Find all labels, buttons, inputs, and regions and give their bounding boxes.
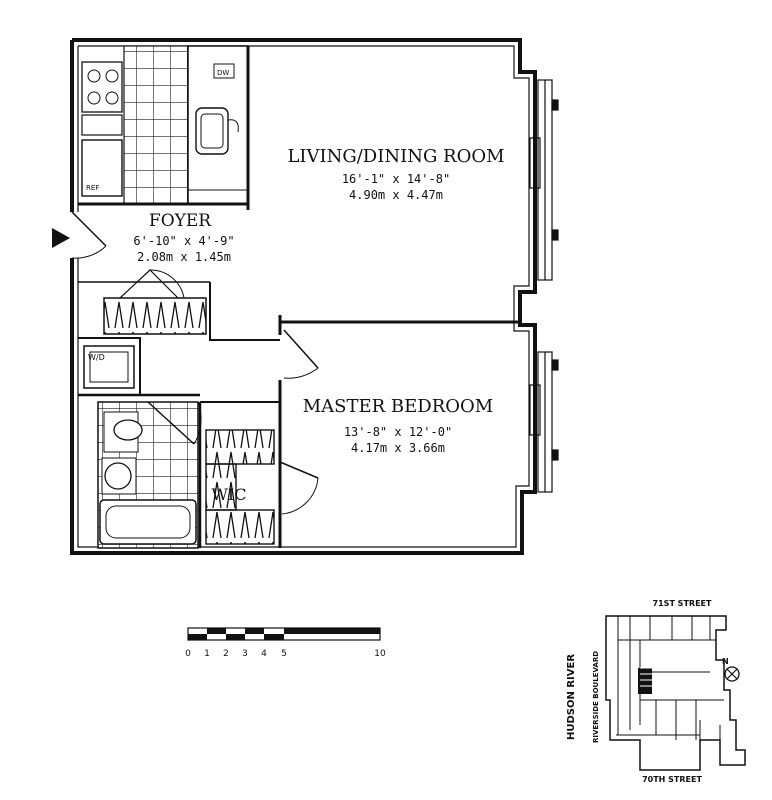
key-plan: 71ST STREET N 70TH STREET HUDSON RIVER R… bbox=[566, 599, 746, 784]
entry-arrow-icon bbox=[52, 228, 70, 248]
entry-door bbox=[71, 211, 107, 259]
scale-tick-0: 0 bbox=[185, 649, 191, 659]
foyer-dim-ft: 6'-10" x 4'-9" bbox=[133, 234, 234, 248]
washer-dryer bbox=[83, 345, 135, 389]
unit-location-icon bbox=[638, 668, 652, 694]
sink-icon bbox=[195, 107, 229, 155]
wic-name: WIC bbox=[211, 485, 246, 504]
bedroom-dim-m: 4.17m x 3.66m bbox=[351, 441, 445, 455]
living-room-dim-m: 4.90m x 4.47m bbox=[349, 188, 443, 202]
bath-sink-icon bbox=[104, 462, 132, 490]
kitchen bbox=[81, 45, 250, 205]
bathroom bbox=[97, 401, 202, 549]
scale-tick-10: 10 bbox=[374, 649, 386, 659]
scale-tick-5: 5 bbox=[281, 649, 287, 659]
toilet-icon bbox=[113, 419, 143, 441]
living-room-dim-ft: 16'-1" x 14'-8" bbox=[342, 172, 450, 186]
washer-dryer-label: W/D bbox=[88, 353, 105, 362]
bedroom-name: MASTER BEDROOM bbox=[303, 396, 493, 417]
foyer-dim-m: 2.08m x 1.45m bbox=[137, 250, 231, 264]
river-label: HUDSON RIVER bbox=[566, 654, 577, 740]
foyer-name: FOYER bbox=[149, 211, 212, 231]
living-room-name: LIVING/DINING ROOM bbox=[287, 146, 504, 167]
exterior-walls bbox=[70, 38, 537, 555]
windows bbox=[529, 79, 559, 493]
bedroom-dim-ft: 13'-8" x 12'-0" bbox=[344, 425, 452, 439]
scale-bar: 0 1 2 3 4 5 10 bbox=[185, 627, 386, 659]
south-street-label: 70TH STREET bbox=[642, 775, 702, 784]
boulevard-label: RIVERSIDE BOULEVARD bbox=[592, 651, 600, 743]
bedroom-door bbox=[283, 329, 319, 379]
north-label: N bbox=[722, 657, 729, 666]
foyer-closet bbox=[103, 269, 207, 335]
north-street-label: 71ST STREET bbox=[653, 599, 712, 608]
scale-tick-2: 2 bbox=[223, 649, 229, 659]
walk-in-closet bbox=[205, 429, 319, 545]
north-arrow-icon: N bbox=[722, 657, 740, 682]
bathtub-icon bbox=[99, 499, 197, 545]
scale-tick-4: 4 bbox=[261, 649, 267, 659]
dishwasher-label: DW bbox=[217, 69, 229, 77]
refrigerator-icon bbox=[81, 139, 123, 197]
scale-tick-1: 1 bbox=[204, 649, 210, 659]
scale-tick-3: 3 bbox=[242, 649, 248, 659]
refrigerator-label: REF bbox=[86, 184, 99, 192]
dishwasher-icon bbox=[213, 63, 235, 79]
stove-icon bbox=[81, 61, 123, 113]
